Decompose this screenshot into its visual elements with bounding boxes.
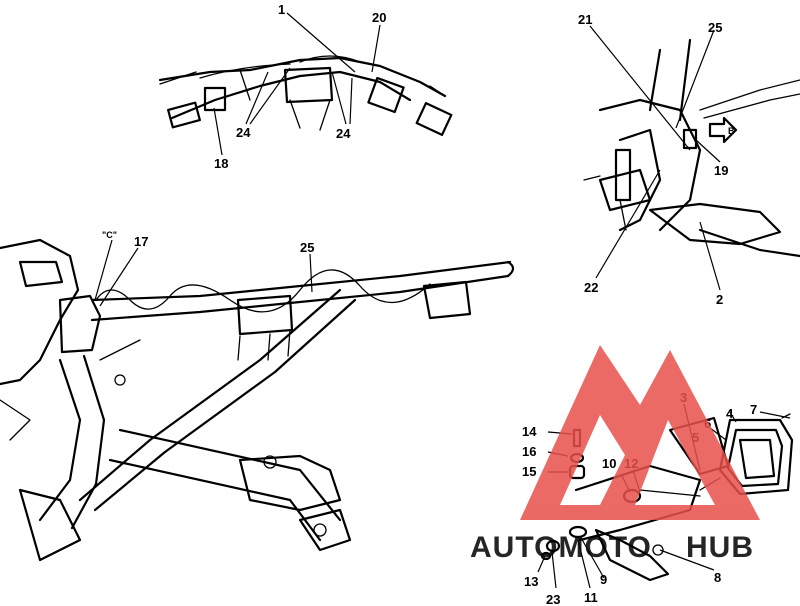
handlebar-assembly: [158, 55, 453, 136]
callout-10: 10: [602, 456, 616, 471]
view-label-c: "C": [102, 230, 117, 240]
arrow-b-icon: [708, 116, 738, 144]
watermark-text-right: HUB: [686, 531, 754, 564]
callout-14: 14: [522, 424, 537, 439]
callout-7: 7: [750, 402, 757, 417]
callout-25-detail: 25: [708, 20, 722, 35]
callout-17: 17: [134, 234, 148, 249]
watermark-logo-icon: [520, 345, 760, 520]
callout-24-left: 24: [236, 125, 251, 140]
callout-8: 8: [714, 570, 721, 585]
callout-4: 4: [726, 406, 734, 421]
callout-2: 2: [716, 292, 723, 307]
view-label-b: B: [728, 126, 735, 136]
callout-19: 19: [714, 163, 728, 178]
watermark-text-left: AUTOMOTO: [470, 531, 652, 564]
callout-18: 18: [214, 156, 228, 171]
callout-24-right: 24: [336, 126, 351, 141]
frame-assembly: [0, 238, 515, 562]
callout-15: 15: [522, 464, 536, 479]
callout-13: 13: [524, 574, 538, 589]
callout-9: 9: [600, 572, 607, 587]
callout-1: 1: [278, 2, 285, 17]
leader-lines: [94, 12, 791, 589]
detail-view-b: [583, 38, 800, 258]
callout-25-frame: 25: [300, 240, 314, 255]
callout-22: 22: [584, 280, 598, 295]
automotohub-watermark: AUTOMOTO HUB: [470, 345, 760, 564]
callout-16: 16: [522, 444, 536, 459]
callout-23: 23: [546, 592, 560, 606]
callout-11: 11: [584, 590, 598, 605]
callout-21: 21: [578, 12, 592, 27]
callout-20: 20: [372, 10, 386, 25]
